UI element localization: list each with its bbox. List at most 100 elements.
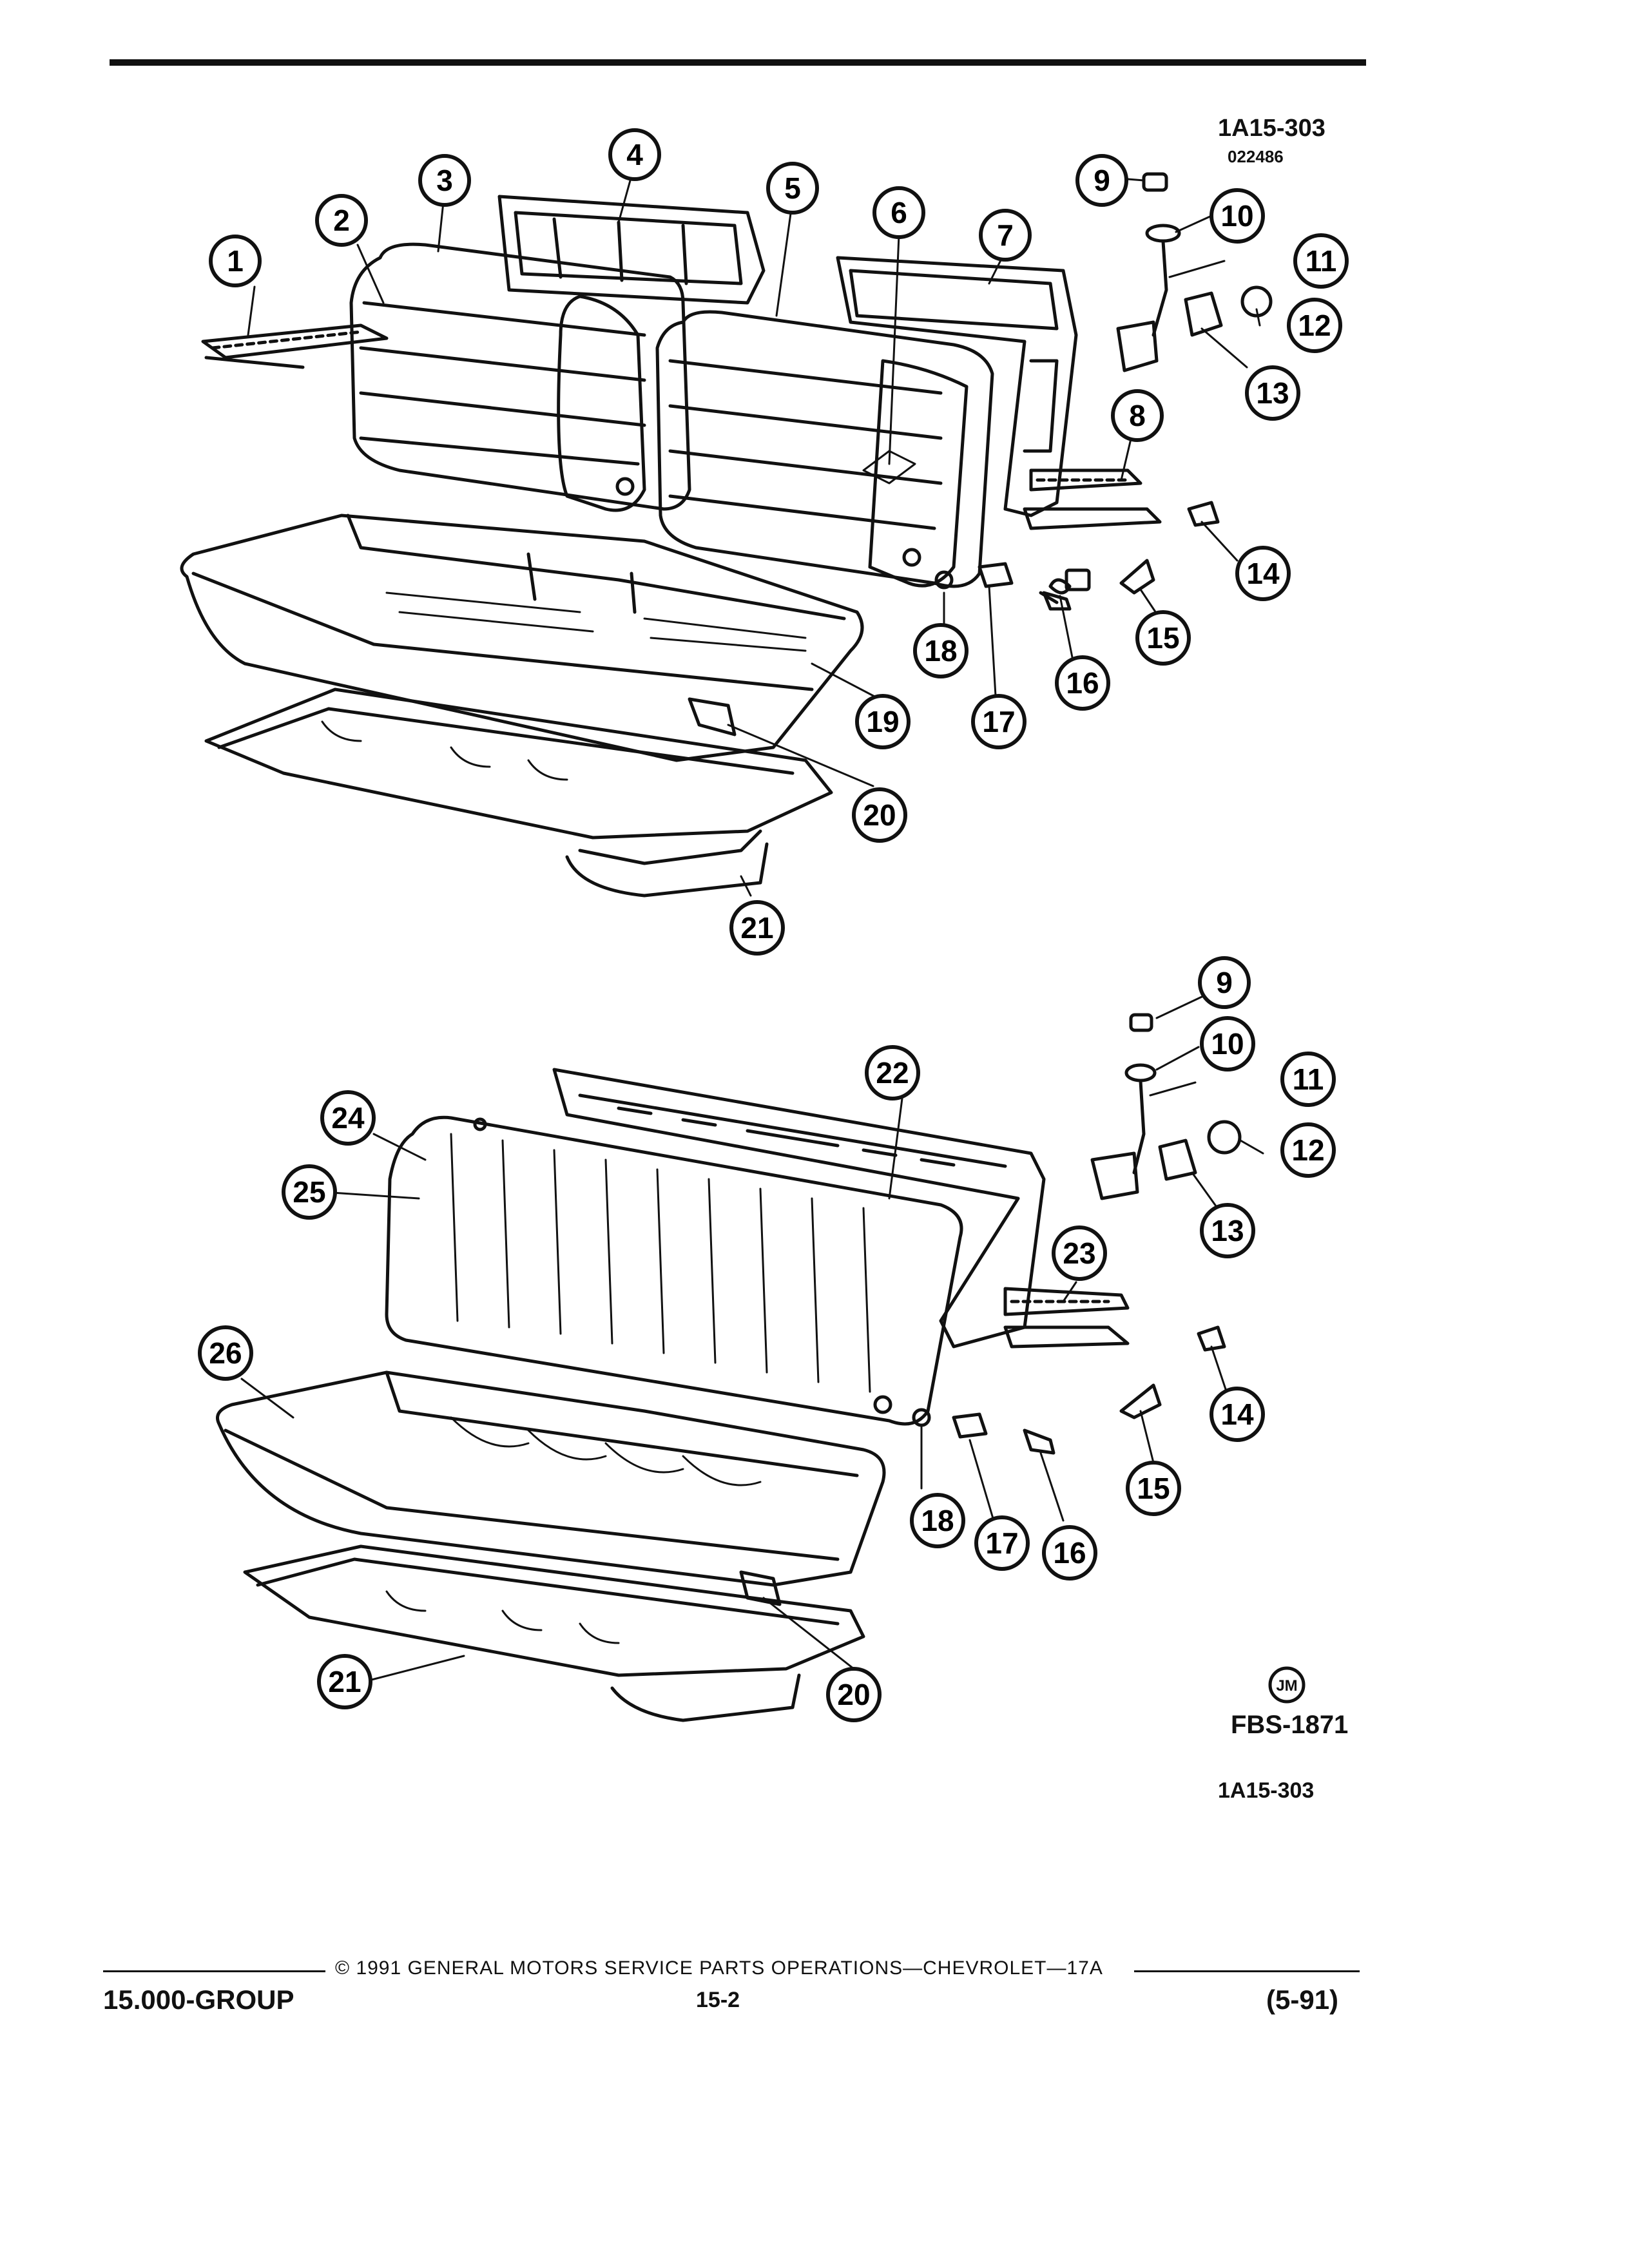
lower-hardware	[739, 1013, 1242, 1606]
callout-11-lower: 11	[1280, 1052, 1336, 1107]
svg-text:20: 20	[837, 1678, 870, 1711]
lower-seat-track	[1003, 1287, 1130, 1349]
seat-track-left	[201, 323, 389, 369]
svg-text:11: 11	[1293, 1062, 1324, 1096]
svg-text:2: 2	[333, 204, 350, 237]
seat-track-right	[1023, 468, 1162, 530]
callout-17: 17	[971, 694, 1027, 749]
svg-text:21: 21	[740, 911, 773, 945]
svg-text:6: 6	[891, 196, 907, 229]
callout-12-lower: 12	[1280, 1122, 1336, 1178]
callouts-upper: 1 2 3 4 5 6 7 8 9 10 11 12 13 14 15 16 1…	[209, 128, 1349, 956]
svg-text:5: 5	[784, 171, 801, 205]
svg-text:4: 4	[626, 138, 643, 171]
callout-14: 14	[1235, 546, 1291, 601]
figure-reference: 1A15-303	[1218, 1778, 1315, 1803]
footer-copyright: © 1991 GENERAL MOTORS SERVICE PARTS OPER…	[335, 1957, 1103, 1979]
footer-rule-left	[103, 1970, 325, 1972]
footer-group: 15.000-GROUP	[103, 1984, 294, 2015]
callout-24: 24	[320, 1090, 376, 1146]
figure-code: FBS-1871	[1231, 1711, 1349, 1739]
ref-code: 1A15-303	[1218, 115, 1325, 142]
callout-26: 26	[198, 1325, 253, 1381]
callout-21: 21	[729, 900, 785, 956]
svg-text:1: 1	[227, 244, 244, 278]
upper-hardware	[688, 172, 1273, 736]
callout-11: 11	[1293, 233, 1349, 289]
callout-20: 20	[852, 787, 907, 843]
callout-3: 3	[418, 154, 471, 207]
callout-20-lower: 20	[826, 1667, 882, 1722]
jm-logo: JM	[1268, 1666, 1306, 1704]
svg-text:13: 13	[1256, 376, 1289, 410]
svg-text:25: 25	[293, 1175, 325, 1209]
footer-date: (5-91)	[1266, 1984, 1339, 2015]
callout-4: 4	[608, 128, 661, 181]
callout-13: 13	[1245, 365, 1300, 421]
top-rule	[110, 59, 1366, 66]
svg-text:26: 26	[209, 1336, 242, 1370]
callout-14-lower: 14	[1210, 1387, 1265, 1442]
callout-13-lower: 13	[1200, 1203, 1255, 1258]
svg-text:24: 24	[331, 1101, 365, 1135]
callout-21-lower: 21	[317, 1654, 372, 1709]
callout-15-lower: 15	[1126, 1461, 1181, 1516]
callout-2: 2	[315, 194, 368, 247]
lower-seatback-frame	[552, 1068, 1046, 1349]
footer-page-number: 15-2	[696, 1988, 740, 2012]
callout-16-lower: 16	[1042, 1525, 1097, 1581]
callout-15: 15	[1135, 610, 1191, 666]
callout-9: 9	[1075, 154, 1128, 207]
callout-19: 19	[855, 694, 911, 749]
callout-8: 8	[1111, 389, 1164, 442]
callout-5: 5	[766, 162, 819, 215]
svg-text:18: 18	[921, 1504, 954, 1537]
svg-text:7: 7	[997, 218, 1014, 252]
svg-text:15: 15	[1146, 621, 1179, 655]
svg-text:18: 18	[924, 634, 957, 668]
upper-seat-frame	[204, 687, 833, 898]
callout-18: 18	[913, 623, 969, 678]
svg-text:14: 14	[1246, 557, 1280, 590]
svg-text:16: 16	[1053, 1536, 1086, 1570]
callout-18-lower: 18	[910, 1493, 965, 1548]
lower-seat-frame	[243, 1544, 865, 1722]
right-seatback-cover	[655, 310, 994, 588]
svg-text:19: 19	[866, 705, 899, 738]
svg-text:21: 21	[328, 1665, 361, 1698]
svg-text:9: 9	[1216, 966, 1233, 999]
svg-text:17: 17	[985, 1526, 1018, 1560]
svg-text:12: 12	[1291, 1133, 1324, 1167]
svg-text:16: 16	[1066, 666, 1099, 700]
callout-12: 12	[1287, 298, 1342, 353]
callout-23: 23	[1052, 1225, 1107, 1281]
svg-text:10: 10	[1211, 1027, 1244, 1061]
lower-seat-cushion	[216, 1370, 886, 1587]
footer-rule-right	[1134, 1970, 1360, 1972]
svg-text:9: 9	[1094, 164, 1110, 197]
svg-text:17: 17	[982, 705, 1015, 738]
lower-seatback-cover	[385, 1115, 963, 1426]
svg-text:JM: JM	[1276, 1677, 1297, 1695]
callout-7: 7	[979, 209, 1032, 262]
svg-text:8: 8	[1129, 399, 1146, 432]
left-seatback-frame	[497, 195, 766, 305]
callout-16: 16	[1055, 655, 1110, 711]
upper-seat-cushion	[180, 514, 864, 762]
callout-1: 1	[209, 235, 262, 287]
svg-text:23: 23	[1063, 1236, 1095, 1270]
right-seatback-frame	[836, 256, 1078, 517]
svg-text:22: 22	[876, 1056, 909, 1090]
svg-text:15: 15	[1137, 1472, 1170, 1505]
svg-text:14: 14	[1220, 1398, 1254, 1431]
svg-text:13: 13	[1211, 1214, 1244, 1247]
svg-text:12: 12	[1298, 309, 1331, 342]
callout-22: 22	[865, 1045, 920, 1100]
callout-10: 10	[1210, 188, 1265, 244]
svg-text:11: 11	[1306, 244, 1337, 278]
callouts-lower: 9 10 11 12 13 14 15 16 17 18 20 21 22 23…	[198, 956, 1336, 1722]
callout-6: 6	[872, 186, 925, 239]
callout-9-lower: 9	[1198, 956, 1251, 1009]
left-seatback-cover	[349, 242, 691, 512]
